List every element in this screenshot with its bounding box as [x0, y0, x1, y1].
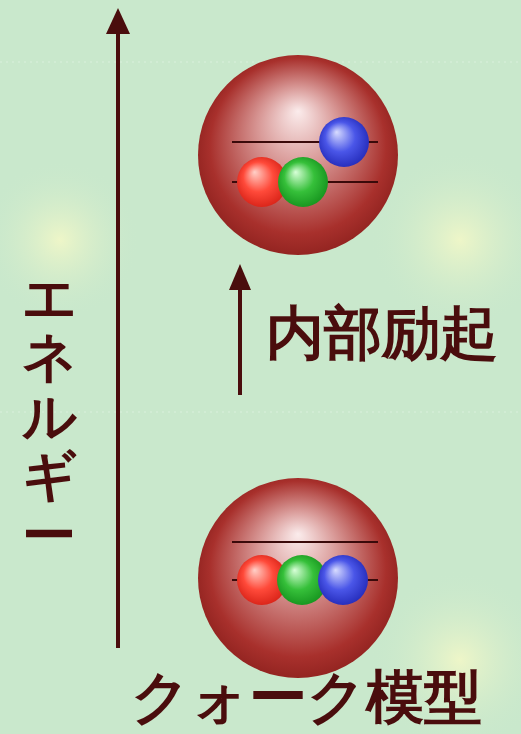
caption: クォーク模型 — [131, 668, 482, 726]
transition-label: 内部励起 — [266, 304, 498, 362]
axis-label: エネルギー — [22, 268, 76, 565]
